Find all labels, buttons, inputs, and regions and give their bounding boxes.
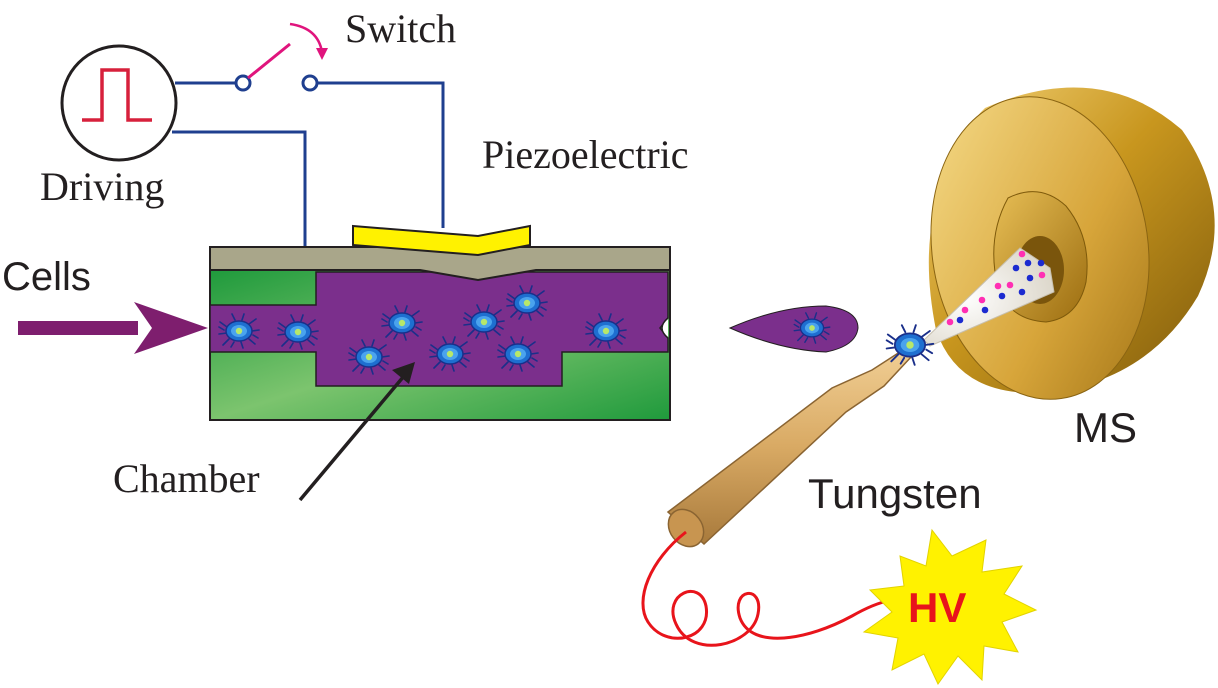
nozzle-cut <box>661 317 669 339</box>
ion-blue <box>956 316 964 324</box>
ion-magenta <box>961 306 969 314</box>
square-pulse-generator-icon <box>60 44 178 162</box>
switch-arrow-icon <box>289 22 324 53</box>
cells-label: Cells <box>2 255 91 299</box>
wire-to-chip <box>172 130 307 247</box>
ms-label: MS <box>1074 404 1137 451</box>
ejected-droplet <box>728 305 859 353</box>
open-switch-icon[interactable] <box>234 22 328 92</box>
ion-blue <box>1026 274 1034 282</box>
circuit-wires <box>172 81 445 247</box>
lead-wire <box>641 530 893 647</box>
hv-label: HV <box>908 584 966 631</box>
ion-magenta <box>1006 281 1014 289</box>
ion-magenta <box>978 296 986 304</box>
ion-blue <box>1012 264 1020 272</box>
chamber-pointer-arrow <box>298 362 415 502</box>
piezoelectric-disk <box>352 224 531 257</box>
switch-label: Switch <box>345 6 456 51</box>
driving-label: Driving <box>40 164 164 209</box>
mass-spectrometer-inlet-icon <box>928 87 1215 400</box>
ion-magenta <box>1038 271 1046 279</box>
ion-magenta <box>946 318 954 326</box>
switch-contact-left <box>234 74 252 92</box>
tungsten-label: Tungsten <box>808 470 982 517</box>
ion-dots <box>946 250 1046 326</box>
square-pulse-icon <box>82 68 152 122</box>
ion-magenta <box>994 282 1002 290</box>
tungsten-needle <box>666 346 913 548</box>
wire-switch-to-piezo <box>317 81 445 228</box>
ion-blue <box>998 292 1006 300</box>
driving-generator <box>60 44 178 162</box>
top-plate <box>209 246 671 282</box>
ion-blue <box>1037 259 1045 267</box>
switch-lever <box>247 42 291 80</box>
ion-magenta <box>1018 250 1026 258</box>
needle-end <box>667 508 705 548</box>
piezoelectric-label: Piezoelectric <box>482 132 689 177</box>
high-voltage-burst-icon: HV <box>862 528 1038 685</box>
microfluidic-chip <box>209 224 671 421</box>
switch-contact-right <box>301 74 319 92</box>
ion-blue <box>981 306 989 314</box>
ion-blue <box>1018 288 1026 296</box>
ion-blue <box>1024 259 1032 267</box>
cells-inlet-arrow <box>18 302 208 354</box>
chamber-label: Chamber <box>113 456 260 501</box>
